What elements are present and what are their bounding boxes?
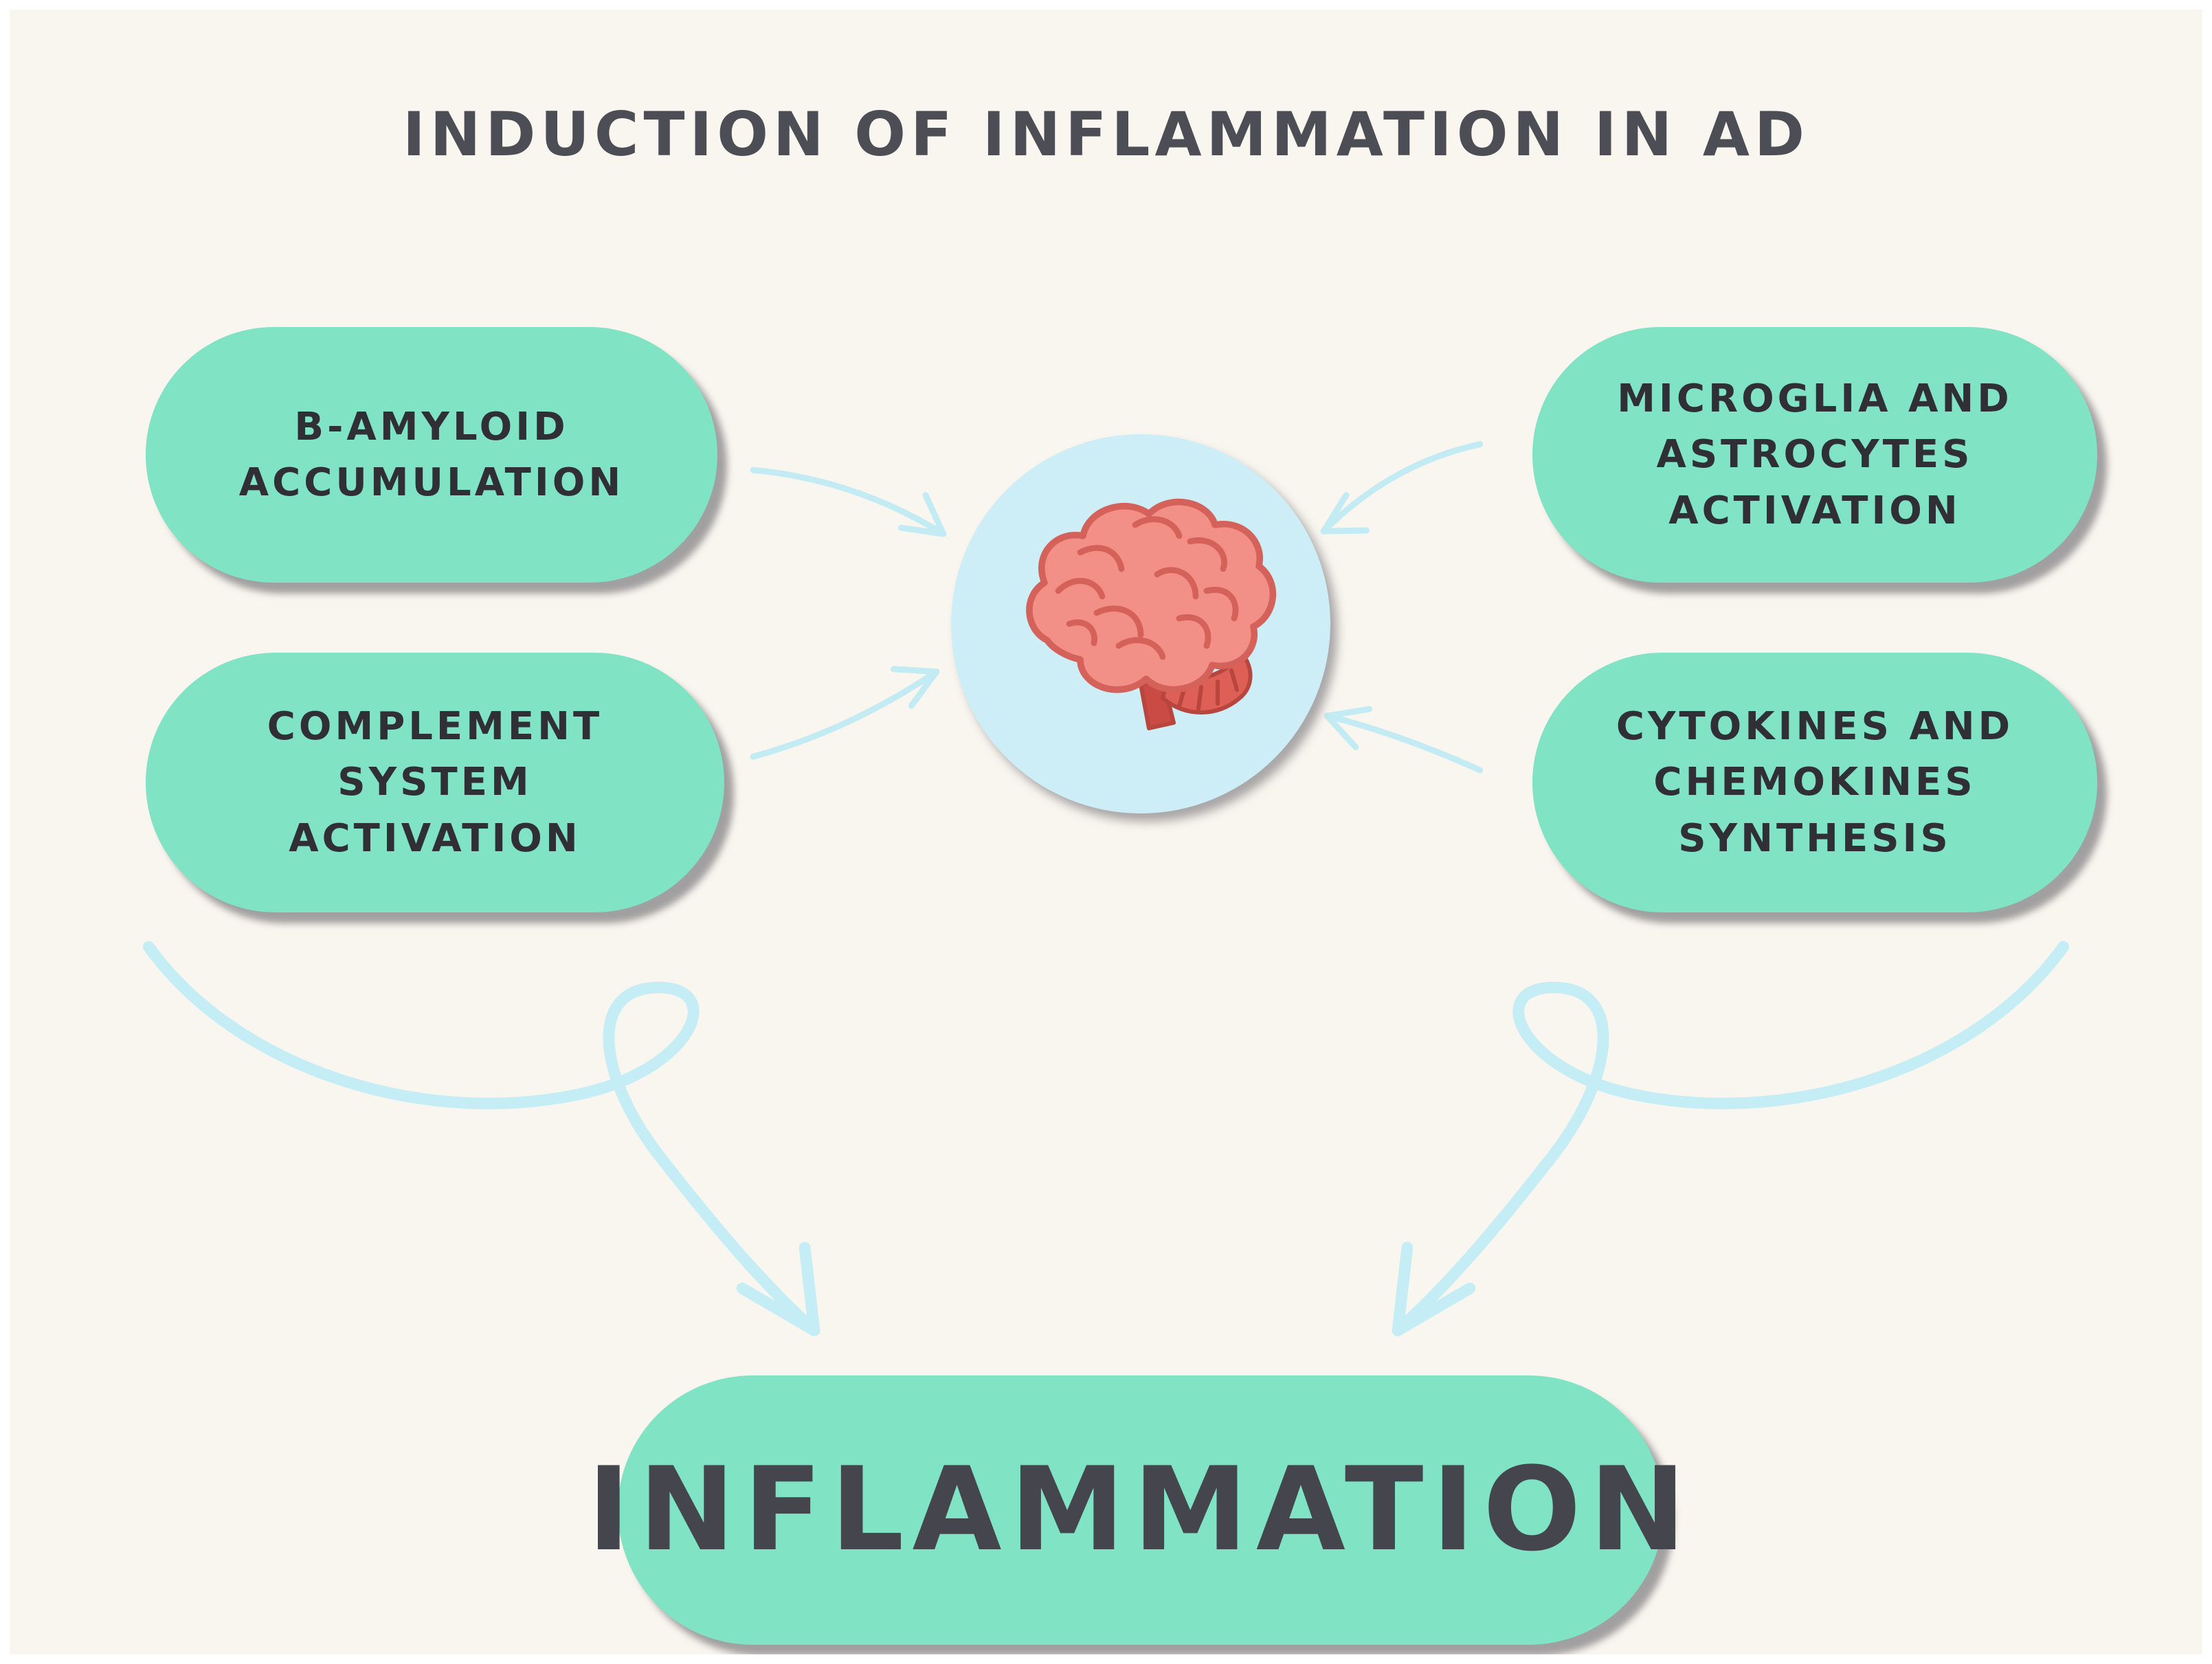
node-microglia-astrocytes-label: MICROGLIA AND ASTROCYTES ACTIVATION [1617,376,2013,533]
arrow-microglia-to-brain [1320,441,1484,535]
node-inflammation: INFLAMMATION [588,1375,1686,1645]
node-cytokines-chemokines: CYTOKINES AND CHEMOKINES SYNTHESIS [1532,653,2097,912]
arrow-amyloid-to-brain-head [898,492,947,537]
node-b-amyloid-label: B-AMYLOID ACCUMULATION [238,404,625,505]
arrow-left-loop-to-inflammation [142,941,820,1336]
arrow-amyloid-to-brain [750,466,947,537]
arrow-complement-to-brain [750,668,940,760]
brain-icon [1026,498,1277,730]
arrow-right-loop-head [1392,1241,1476,1336]
node-cytokines-chemokines-label: CYTOKINES AND CHEMOKINES SYNTHESIS [1616,704,2014,861]
diagram-title: INDUCTION OF INFLAMMATION IN AD [402,99,1810,170]
arrow-cytokines-to-brain [1323,712,1484,774]
node-b-amyloid: B-AMYLOID ACCUMULATION [146,327,717,583]
arrow-right-loop-to-inflammation [1392,941,2070,1336]
arrow-complement-to-brain-head [891,666,940,709]
arrow-microglia-to-brain-head [1320,492,1370,535]
node-complement-system-label: COMPLEMENT SYSTEM ACTIVATION [267,704,603,861]
node-complement-system: COMPLEMENT SYSTEM ACTIVATION [146,653,724,912]
brain-circle [951,434,1330,813]
arrow-cytokines-to-brain-head [1323,706,1372,750]
node-microglia-astrocytes: MICROGLIA AND ASTROCYTES ACTIVATION [1532,327,2097,583]
node-inflammation-label: INFLAMMATION [587,1442,1695,1577]
arrow-left-loop-head [736,1241,820,1336]
